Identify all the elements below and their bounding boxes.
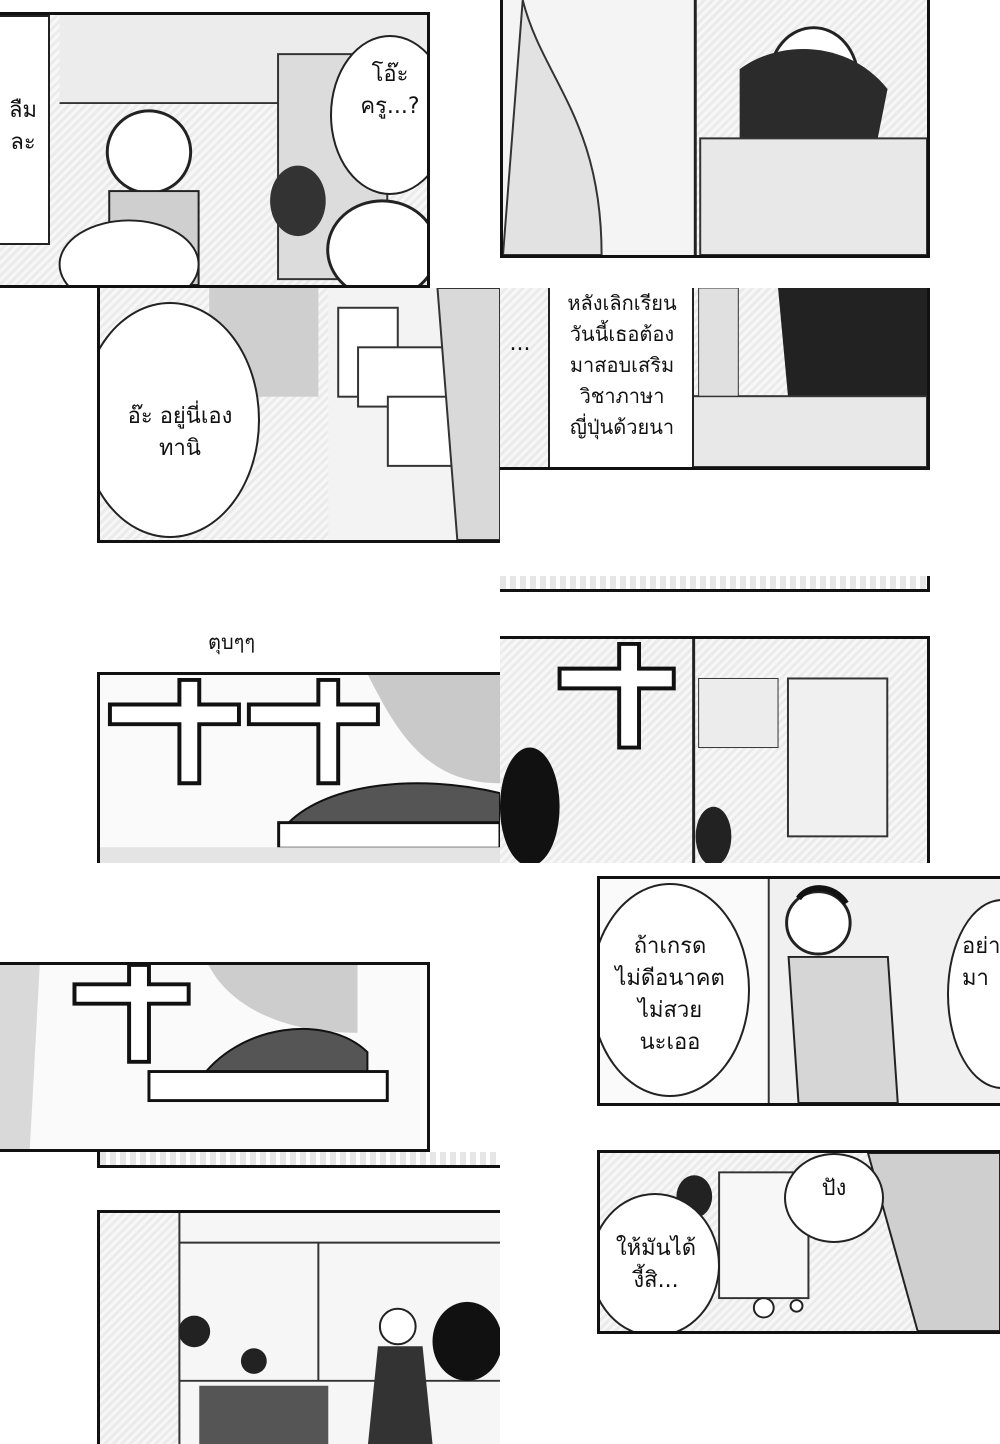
panel-stomping-feet: [97, 672, 500, 863]
panel-makeup-exam: ... หลังเลิกเรียน วันนี้เธอต้อง มาสอบเสร…: [500, 288, 930, 470]
panel-strip-under-sandal: [97, 1152, 500, 1168]
panel-door-slam: ปัง ให้มันได้ งี้สิ...: [597, 1150, 1000, 1334]
panel-art-door-slam: [676, 1153, 1000, 1331]
bubble-text-warning: ถ้าเกรด ไม่ดีอนาคต ไม่สวย นะเออ: [615, 934, 725, 1055]
panel-art-sandal-sfx: [100, 675, 500, 863]
panel-art-students: [178, 1213, 500, 1444]
speech-bubble-found: [100, 302, 260, 538]
panel-art-student-desk: [687, 288, 927, 467]
panel-strip-bottom: [500, 576, 930, 592]
speech-bubble-bang: [784, 1153, 884, 1243]
sfx-thump: ตุบๆๆ: [208, 630, 256, 654]
panel-classroom-students: [97, 1210, 500, 1444]
bubble-text-teacher: โอ๊ะ ครู...?: [360, 62, 420, 119]
panel-sandal-closeup: [0, 962, 430, 1152]
bubble-text-bang: ปัง: [821, 1176, 847, 1201]
caption-text-makeup: หลังเลิกเรียน วันนี้เธอต้อง มาสอบเสริม ว…: [567, 291, 677, 439]
ellipsis-text: ...: [509, 331, 531, 356]
panel-teacher-warning: ถ้าเกรด ไม่ดีอนาคต ไม่สวย นะเออ อย่า มา: [597, 876, 1000, 1106]
edge-text-right: อย่า มา: [962, 934, 1000, 991]
panel-art-sleeping-student: [503, 0, 927, 255]
bubble-text-found: อ๊ะ อยู่นี่เอง ทานิ: [127, 404, 233, 461]
panel-found-tani: อ๊ะ อยู่นี่เอง ทานิ: [97, 288, 500, 543]
speech-bubble-like-this: [600, 1193, 720, 1331]
panel-art-sandal: [0, 965, 389, 1149]
panel-art-door-stomp: [500, 639, 889, 863]
bubble-text-like-this: ให้มันได้ งี้สิ...: [615, 1236, 697, 1293]
panel-door-sfx: [500, 636, 930, 863]
edge-text-left: ลืม ละ: [9, 98, 37, 155]
speech-bubble-left-edge: [0, 15, 50, 245]
speech-bubble-warning: [600, 883, 750, 1097]
panel-teacher-at-door: ลืม ละ โอ๊ะ ครู...?: [0, 12, 430, 288]
caption-box: [548, 288, 694, 467]
panel-student-sleeping: [500, 0, 930, 258]
panel-art-classroom-desks: [209, 288, 500, 540]
